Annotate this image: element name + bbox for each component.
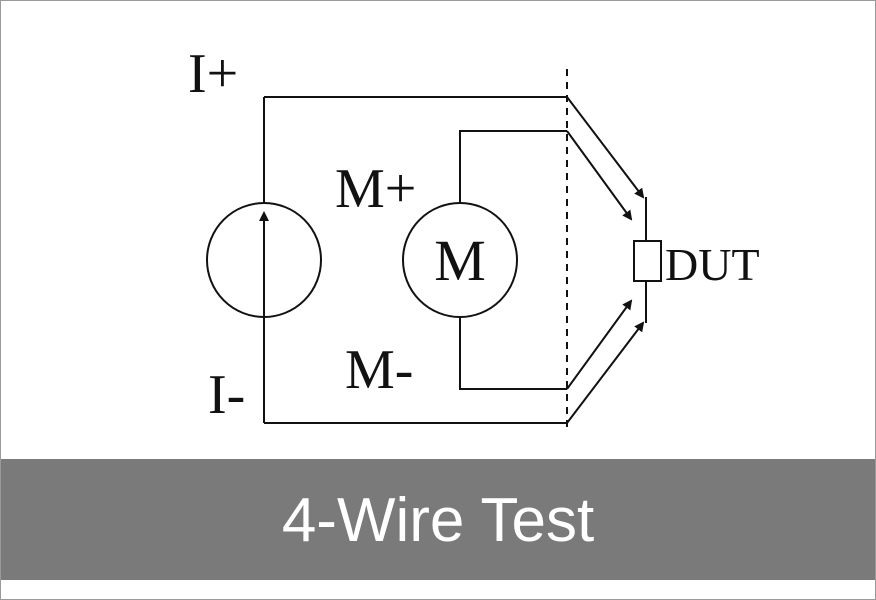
- meter-symbol: M: [402, 202, 518, 318]
- meter-loop-wires: [459, 130, 567, 390]
- i-plus-probe-lead: [566, 96, 645, 199]
- circuit-schematic: M DUT I+ I- M+ M-: [188, 43, 760, 433]
- m-plus-label: M+: [335, 158, 416, 220]
- m-minus-label: M-: [345, 339, 413, 401]
- m-plus-probe-lead: [566, 130, 633, 221]
- caption-title: 4-Wire Test: [281, 485, 595, 555]
- m-plus-wire: [459, 130, 567, 203]
- current-loop-wires: [263, 96, 567, 424]
- meter-circle: [402, 202, 518, 318]
- m-minus-wire: [459, 317, 567, 390]
- i-minus-label: I-: [208, 364, 245, 426]
- bottom-margin: [1, 580, 875, 599]
- dut-body: [633, 240, 662, 282]
- four-wire-diagram: M DUT I+ I- M+ M-: [1, 1, 875, 458]
- caption-band: 4-Wire Test: [1, 459, 875, 580]
- current-source-symbol: [206, 202, 322, 318]
- m-minus-probe-lead: [566, 299, 633, 390]
- meter-label: M: [434, 228, 486, 293]
- dut-label: DUT: [665, 239, 760, 290]
- i-minus-probe-lead: [566, 321, 645, 424]
- probe-leads: [566, 96, 645, 424]
- i-plus-label: I+: [188, 43, 238, 105]
- dut-symbol: DUT: [633, 197, 760, 323]
